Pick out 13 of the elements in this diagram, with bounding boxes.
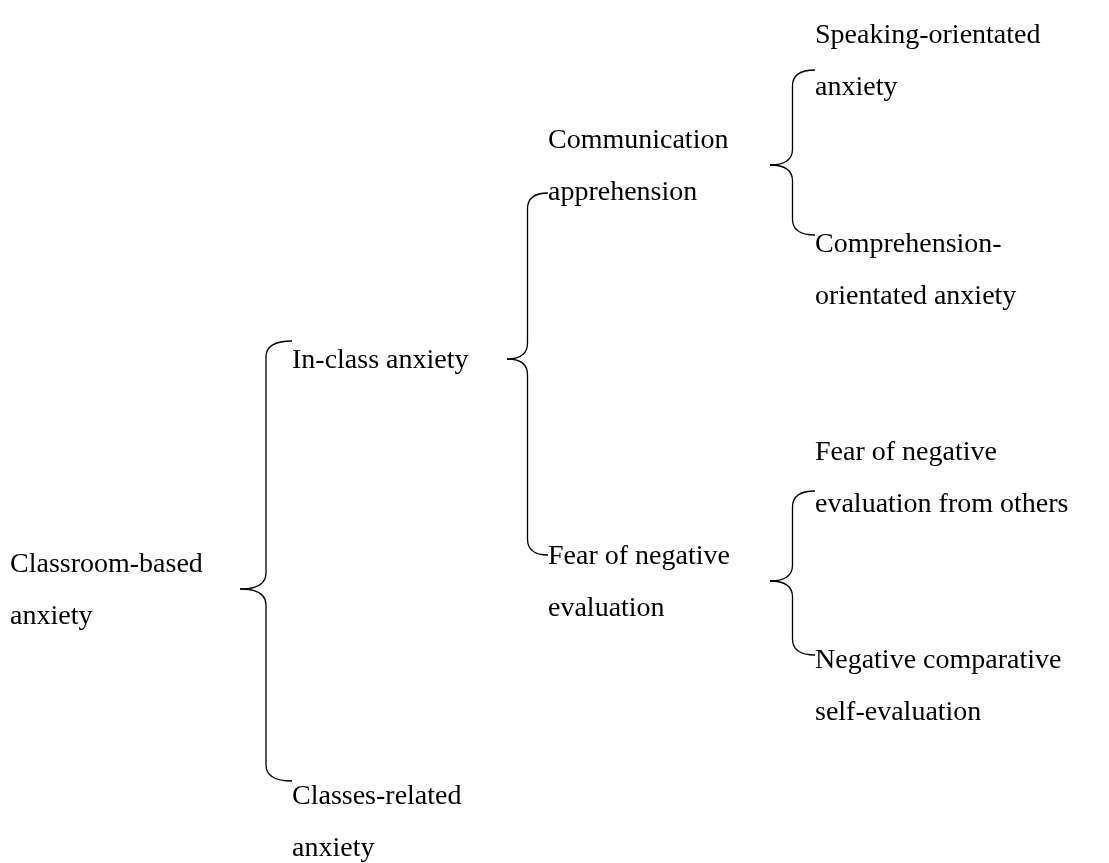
category-label: Classroom-based anxiety	[10, 537, 240, 641]
category-label: Fear of negative evaluation from others	[815, 425, 1105, 529]
brace-connector	[239, 588, 293, 782]
category-label: Comprehension-orientated anxiety	[815, 217, 1100, 321]
brace-connector	[769, 580, 816, 656]
category-label: Classes-related anxiety	[292, 769, 522, 863]
category-label: In-class anxiety	[292, 333, 507, 385]
category-label: Communication apprehension	[548, 113, 770, 217]
category-label: Fear of negative evaluation	[548, 529, 770, 633]
category-label: Speaking-orientated anxiety	[815, 8, 1100, 112]
brace-connector	[506, 358, 549, 556]
category-label: Negative comparative self-evaluation	[815, 633, 1105, 737]
brace-connector	[769, 164, 816, 236]
